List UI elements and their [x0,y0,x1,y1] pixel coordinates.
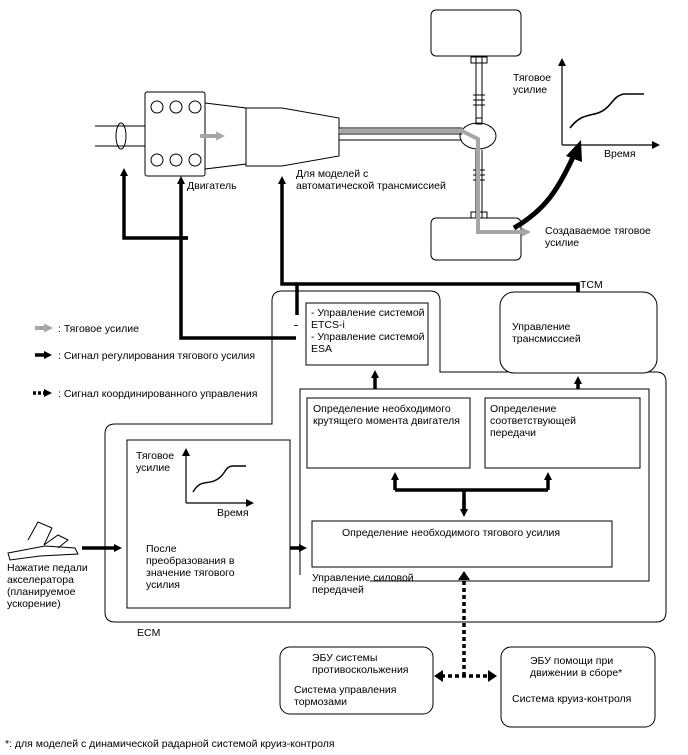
footnote: *: для моделей с динамической радарной с… [5,738,335,750]
torque-box [306,397,471,469]
tcm-label: TCM [580,279,603,291]
cruise-ecu-title: ЭБУ помощи при движении в сборе* [530,655,623,679]
traction-flow-arrow [200,129,531,237]
powertrain-label: Управление силовой передачей [312,572,414,596]
traction-def-text: Определение необходимого тягового усилия [342,527,561,539]
cruise-system-text: Система круиз-контроля [512,693,632,705]
accelerator-pedal-icon [7,521,79,561]
brake-ecu-box [279,646,434,715]
ecm-graph-xlabel: Время [217,507,249,519]
internal-arrows [82,370,582,552]
transmission-label: Для моделей с автоматической трансмиссие… [296,168,446,192]
engine-label: Двигатель [187,180,237,192]
engine-control-box [305,302,429,366]
throttle-valve-icon [115,122,127,150]
gear-text: Определение соответствующей передачи [490,403,577,439]
brake-ecu-title: ЭБУ системы противоскольжения [312,652,409,676]
top-graph-ylabel: Тяговое усилие [513,72,552,96]
brake-system-text: Система управления тормозами [294,684,397,708]
powertrain-frame [299,388,650,582]
legend-symbols [33,323,53,397]
drivetrain-illustration [95,9,522,261]
legend-coord-signal: : Сигнал координированного управления [58,388,258,400]
ecm-traction-graph [182,448,254,507]
conversion-box [126,439,291,609]
tcm-content: Управление трансмиссией [512,321,581,345]
gear-box [484,397,641,469]
legend-traction: : Тяговое усилие [58,323,139,335]
torque-text: Определение необходимого крутящего момен… [313,403,460,427]
engine-control-text: - Управление системой ETCS-i - Управлени… [311,307,425,355]
result-arrow [512,153,577,231]
ecm-graph-ylabel: Тяговое усилие [136,450,175,474]
top-traction-graph [558,58,660,149]
legend-control-signal: : Сигнал регулирования тягового усилия [58,350,256,362]
pedal-label: Нажатие педали акселератора (планируемое… [7,562,88,610]
cruise-ecu-box [500,646,656,728]
conversion-text: После преобразования в значение тягового… [146,543,235,591]
wheel-top [430,9,522,57]
engine-block [144,91,206,177]
traction-box [311,520,613,568]
ecm-label: ECM [137,627,161,639]
top-graph-xlabel: Время [604,148,636,160]
coordination-dotted-arrows [441,580,490,678]
created-traction-label: Создаваемое тяговое усилие [545,225,651,249]
transmission-housing [245,107,340,167]
ecm-container [104,290,667,623]
